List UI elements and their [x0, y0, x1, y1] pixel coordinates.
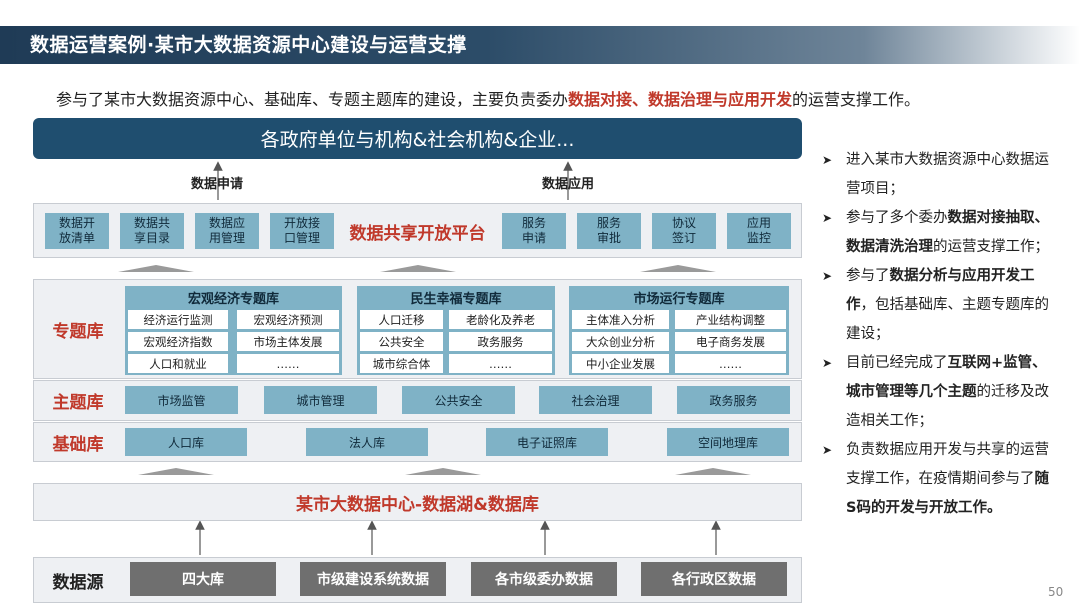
topic-item: 宏观经济指数: [128, 332, 228, 351]
list-item-bold-text: 数据分析与应用开发工作: [846, 268, 1035, 313]
source-item: 各市级委办数据: [471, 562, 617, 596]
platform-item-service-request: 服务 申请: [502, 213, 566, 249]
list-item-text: 负责数据应用开发与共享的运营支撑工作，在疫情期间参与了: [846, 442, 1049, 487]
list-item-text: 进入某市大数据资源中心数据运营项目；: [846, 152, 1049, 197]
up-triangle: [640, 265, 716, 272]
topic-item: 宏观经济预测: [237, 310, 339, 329]
page-title: 数据运营案例·某市大数据资源中心建设与运营支撑: [30, 34, 467, 56]
arrow-bullet-icon: ➤: [822, 153, 833, 167]
base-item: 空间地理库: [667, 428, 789, 456]
topic-item: 电子商务发展: [675, 332, 786, 351]
platform-item-api-management: 开放接 口管理: [270, 213, 334, 249]
topic-item: ……: [675, 354, 786, 373]
topic-item: ……: [449, 354, 552, 373]
theme-layer-label: 主题库: [52, 393, 104, 413]
list-item: ➤ 进入某市大数据资源中心数据运营项目；: [820, 146, 1052, 204]
title-bar: [0, 26, 1080, 64]
list-item-text: 参与了多个委办: [846, 210, 948, 226]
topic-item: 市场主体发展: [237, 332, 339, 351]
arrow-bullet-icon: ➤: [822, 211, 833, 225]
topic-item: 大众创业分析: [572, 332, 669, 351]
data-application-label: 数据应用: [542, 177, 595, 192]
topic-item: 公共安全: [360, 332, 443, 351]
list-item-text: 目前已经完成了: [846, 355, 948, 371]
topic-item: 人口迁移: [360, 310, 443, 329]
platform-item-app-management: 数据应 用管理: [195, 213, 259, 249]
subtitle-highlight: 数据对接、数据治理与应用开发: [568, 90, 793, 109]
subtitle-suffix: 的运营支撑工作。: [792, 90, 921, 109]
topic-group-title: 市场运行专题库: [633, 291, 725, 307]
platform-item-agreement: 协议 签订: [652, 213, 716, 249]
up-triangle: [675, 468, 751, 475]
theme-item: 政务服务: [677, 386, 790, 414]
list-item: ➤ 参与了数据分析与应用开发工作，包括基础库、主题专题库的建设；: [820, 262, 1052, 349]
source-item: 市级建设系统数据: [300, 562, 446, 596]
base-layer-label: 基础库: [52, 434, 104, 455]
stakeholders-box: 各政府单位与机构&社会机构&企业...: [33, 118, 802, 159]
platform-item-open-list: 数据开 放清单: [45, 213, 109, 249]
list-item-bold-text: 数据对接抽取、数据清洗治理: [846, 210, 1049, 255]
platform-item-share-catalog: 数据共 享目录: [120, 213, 184, 249]
list-item-text: 参与了: [846, 268, 890, 284]
theme-item: 市场监管: [125, 386, 238, 414]
topic-item: 经济运行监测: [128, 310, 228, 329]
subtitle: 参与了某市大数据资源中心、基础库、专题主题库的建设，主要负责委办数据对接、数据治…: [56, 86, 920, 110]
platform-item-app-monitoring: 应用 监控: [727, 213, 791, 249]
topic-item: 人口和就业: [128, 354, 228, 373]
list-item-bold-text: 互联网+监管、城市管理等几个主题: [846, 355, 1047, 400]
up-triangle: [405, 468, 481, 475]
up-triangle: [118, 265, 194, 272]
list-item-bold-text: 随S码的开发与开放工作。: [846, 471, 1049, 516]
arrow-bullet-icon: ➤: [822, 269, 833, 283]
list-item-text: 的迁移及改造相关工作；: [846, 384, 1049, 429]
theme-item: 公共安全: [402, 386, 515, 414]
title-accent-bar: [8, 26, 12, 64]
up-triangle: [380, 265, 456, 272]
subtitle-prefix: 参与了某市大数据资源中心、基础库、专题主题库的建设，主要负责委办: [56, 90, 569, 109]
topic-layer-label: 专题库: [52, 321, 104, 342]
list-item: ➤ 参与了多个委办数据对接抽取、数据清洗治理的运营支撑工作；: [820, 204, 1052, 262]
topic-item: ……: [237, 354, 339, 373]
work-summary-list: ➤ 进入某市大数据资源中心数据运营项目； ➤ 参与了多个委办数据对接抽取、数据清洗治…: [820, 146, 1052, 523]
title-accent-bar-thin: [14, 26, 16, 64]
list-item: ➤ 目前已经完成了互联网+监管、城市管理等几个主题的迁移及改造相关工作；: [820, 349, 1052, 436]
list-item-text: ，包括基础库、主题专题库的建设；: [846, 297, 1049, 342]
topic-group-title: 宏观经济专题库: [187, 291, 279, 307]
platform-title: 数据共享开放平台: [349, 223, 486, 244]
base-item: 法人库: [306, 428, 428, 456]
topic-item: 中小企业发展: [572, 354, 669, 373]
topic-item: 老龄化及养老: [449, 310, 552, 329]
topic-item: 产业结构调整: [675, 310, 786, 329]
topic-item: 主体准入分析: [572, 310, 669, 329]
platform-item-service-approval: 服务 审批: [577, 213, 641, 249]
list-item-text: 的运营支撑工作；: [933, 239, 1049, 255]
data-source-label: 数据源: [52, 572, 104, 593]
list-item: ➤ 负责数据应用开发与共享的运营支撑工作，在疫情期间参与了随S码的开发与开放工作。: [820, 436, 1052, 523]
data-center-box: 某市大数据中心-数据湖&数据库: [33, 483, 802, 521]
data-request-label: 数据申请: [191, 177, 244, 192]
up-triangle: [138, 468, 214, 475]
topic-item: 城市综合体: [360, 354, 443, 373]
theme-item: 城市管理: [264, 386, 377, 414]
topic-group-title: 民生幸福专题库: [410, 291, 502, 307]
topic-item: 政务服务: [449, 332, 552, 351]
source-item: 各行政区数据: [641, 562, 787, 596]
arrow-bullet-icon: ➤: [822, 356, 833, 370]
base-item: 人口库: [125, 428, 247, 456]
base-item: 电子证照库: [486, 428, 608, 456]
arrow-bullet-icon: ➤: [822, 443, 833, 457]
source-item: 四大库: [130, 562, 276, 596]
page-number: 50: [1048, 585, 1064, 599]
theme-item: 社会治理: [539, 386, 652, 414]
